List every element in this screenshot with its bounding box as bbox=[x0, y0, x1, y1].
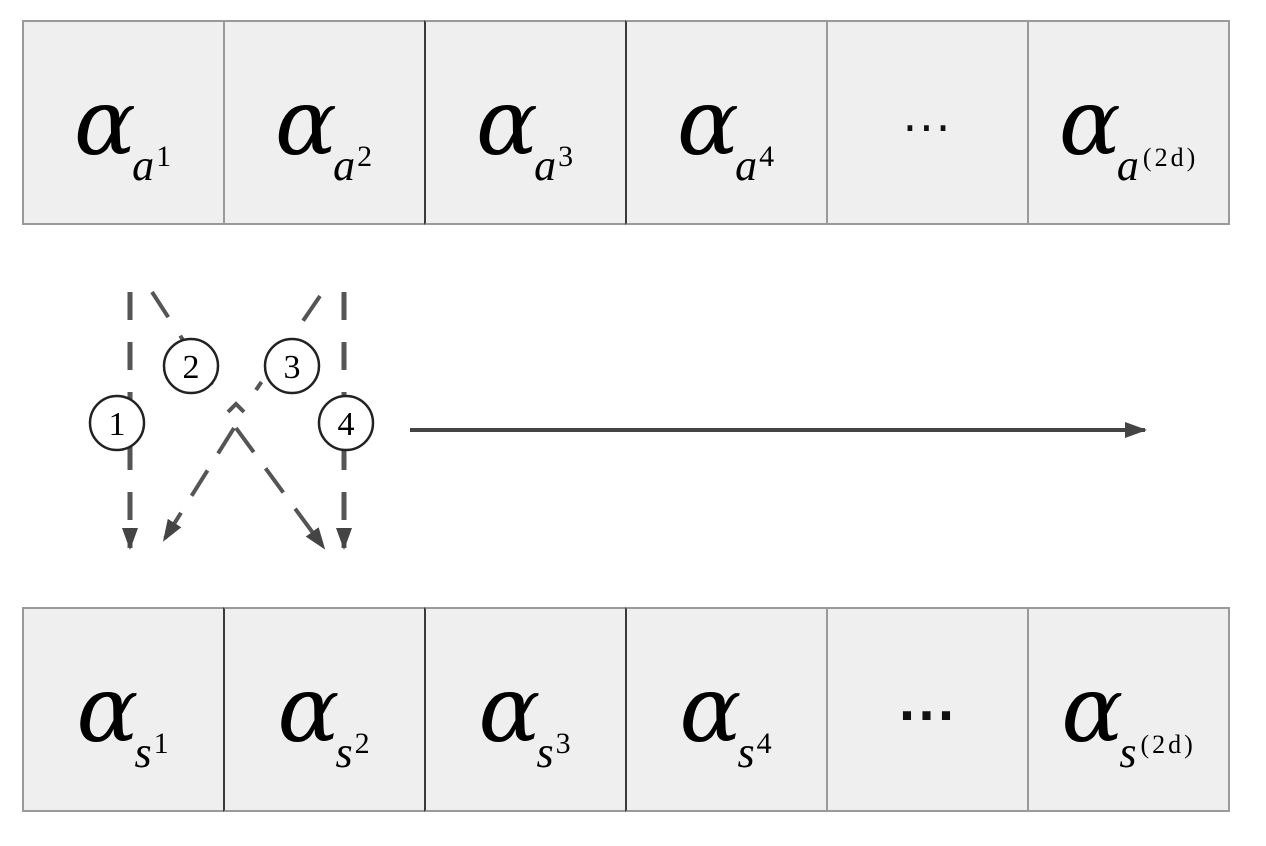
cell-alpha-s2d: αs(2d) bbox=[1027, 607, 1230, 812]
subscript-base: s bbox=[134, 727, 152, 777]
step-2-badge: 2 bbox=[162, 337, 220, 395]
ellipsis: ... bbox=[902, 87, 953, 142]
subscript-base: a bbox=[534, 140, 557, 190]
cell-alpha-s4: αs4 bbox=[625, 607, 828, 812]
subscript-index: 4 bbox=[756, 726, 772, 760]
subscript-base: s bbox=[1119, 727, 1137, 777]
cell-alpha-s1: αs1 bbox=[22, 607, 225, 812]
alpha-symbol: α bbox=[1061, 655, 1124, 763]
subscript-base: a bbox=[1116, 140, 1139, 190]
subscript-index: 2 bbox=[354, 726, 370, 760]
cell-alpha-a1: αa1 bbox=[22, 20, 225, 225]
cell-alpha-a2d: αa(2d) bbox=[1027, 20, 1230, 225]
step-3-label: 3 bbox=[284, 349, 301, 386]
subscript-base: s bbox=[536, 727, 554, 777]
step-4-label: 4 bbox=[338, 406, 355, 443]
subscript-index: 3 bbox=[555, 726, 571, 760]
alpha-symbol: α bbox=[676, 68, 740, 176]
subscript-base: a bbox=[735, 140, 758, 190]
subscript-index: 4 bbox=[759, 139, 775, 173]
subscript-base: a bbox=[333, 140, 356, 190]
subscript-index: (2d) bbox=[1140, 729, 1196, 759]
step-3-badge: 3 bbox=[263, 337, 321, 395]
bottom-row: αs1 αs2 αs3 αs4 ... αs(2d) bbox=[22, 607, 1230, 812]
alpha-symbol: α bbox=[73, 68, 137, 176]
cell-ellipsis-bottom: ... bbox=[826, 607, 1029, 812]
step-2-label: 2 bbox=[183, 349, 200, 386]
subscript-index: 3 bbox=[558, 139, 574, 173]
step-1-badge: 1 bbox=[88, 394, 146, 452]
cell-ellipsis-top: ... bbox=[826, 20, 1029, 225]
cell-alpha-s2: αs2 bbox=[223, 607, 426, 812]
cell-alpha-a4: αa4 bbox=[625, 20, 828, 225]
ellipsis: ... bbox=[898, 676, 957, 731]
cell-alpha-a3: αa3 bbox=[424, 20, 627, 225]
subscript-index: 1 bbox=[156, 139, 172, 173]
top-row: αa1 αa2 αa3 αa4 ... αa(2d) bbox=[22, 20, 1230, 225]
cell-alpha-a2: αa2 bbox=[223, 20, 426, 225]
cell-alpha-s3: αs3 bbox=[424, 607, 627, 812]
alpha-symbol: α bbox=[478, 655, 541, 763]
alpha-symbol: α bbox=[274, 68, 338, 176]
alpha-symbol: α bbox=[475, 68, 539, 176]
subscript-base: s bbox=[737, 727, 755, 777]
subscript-index: (2d) bbox=[1142, 142, 1199, 172]
alpha-symbol: α bbox=[76, 655, 139, 763]
subscript-index: 2 bbox=[357, 139, 373, 173]
step-1-label: 1 bbox=[109, 406, 126, 443]
crossing-tip-icon bbox=[226, 401, 246, 414]
alpha-symbol: α bbox=[679, 655, 742, 763]
step-2-line bbox=[150, 290, 214, 387]
subscript-base: a bbox=[132, 140, 155, 190]
alpha-symbol: α bbox=[277, 655, 340, 763]
subscript-base: s bbox=[335, 727, 353, 777]
cross-right-arrow bbox=[234, 426, 326, 550]
subscript-index: 1 bbox=[153, 726, 169, 760]
alpha-symbol: α bbox=[1058, 68, 1121, 176]
step-4-badge: 4 bbox=[317, 394, 375, 452]
cross-left-arrow bbox=[162, 426, 236, 542]
